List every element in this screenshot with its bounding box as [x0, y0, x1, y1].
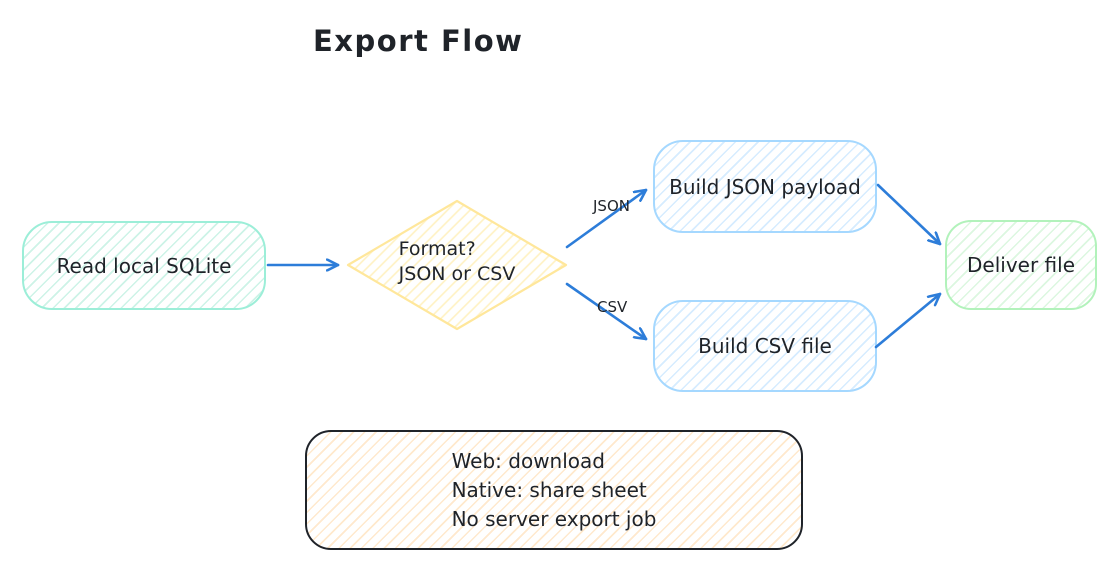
edge-build-json-to-deliver — [876, 183, 942, 246]
format-decision-line-1: Format? — [398, 238, 476, 260]
edge-build-csv-to-deliver — [874, 292, 942, 349]
node-deliver-file-label: Deliver file — [967, 253, 1075, 277]
node-deliver-file: Deliver file — [945, 220, 1097, 310]
node-build-csv-file: Build CSV file — [653, 300, 877, 392]
diagram-title: Export Flow — [313, 24, 524, 58]
node-format-decision-label: Format? JSON or CSV — [348, 237, 566, 287]
note-line-server: No server export job — [451, 506, 657, 531]
edge-label-json: JSON — [593, 197, 630, 215]
note-line-native: Native: share sheet — [451, 477, 647, 502]
note-line-web: Web: download — [451, 448, 605, 473]
edge-label-csv: CSV — [597, 298, 628, 316]
format-decision-line-2: JSON or CSV — [398, 263, 516, 285]
node-read-local-sqlite-label: Read local SQLite — [56, 253, 232, 278]
node-build-json-payload: Build JSON payload — [653, 140, 877, 233]
note-export-behaviour: Web: download Native: share sheet No ser… — [305, 430, 803, 550]
node-build-json-payload-label: Build JSON payload — [669, 174, 861, 199]
node-build-csv-file-label: Build CSV file — [698, 334, 832, 358]
node-read-local-sqlite: Read local SQLite — [22, 221, 266, 310]
